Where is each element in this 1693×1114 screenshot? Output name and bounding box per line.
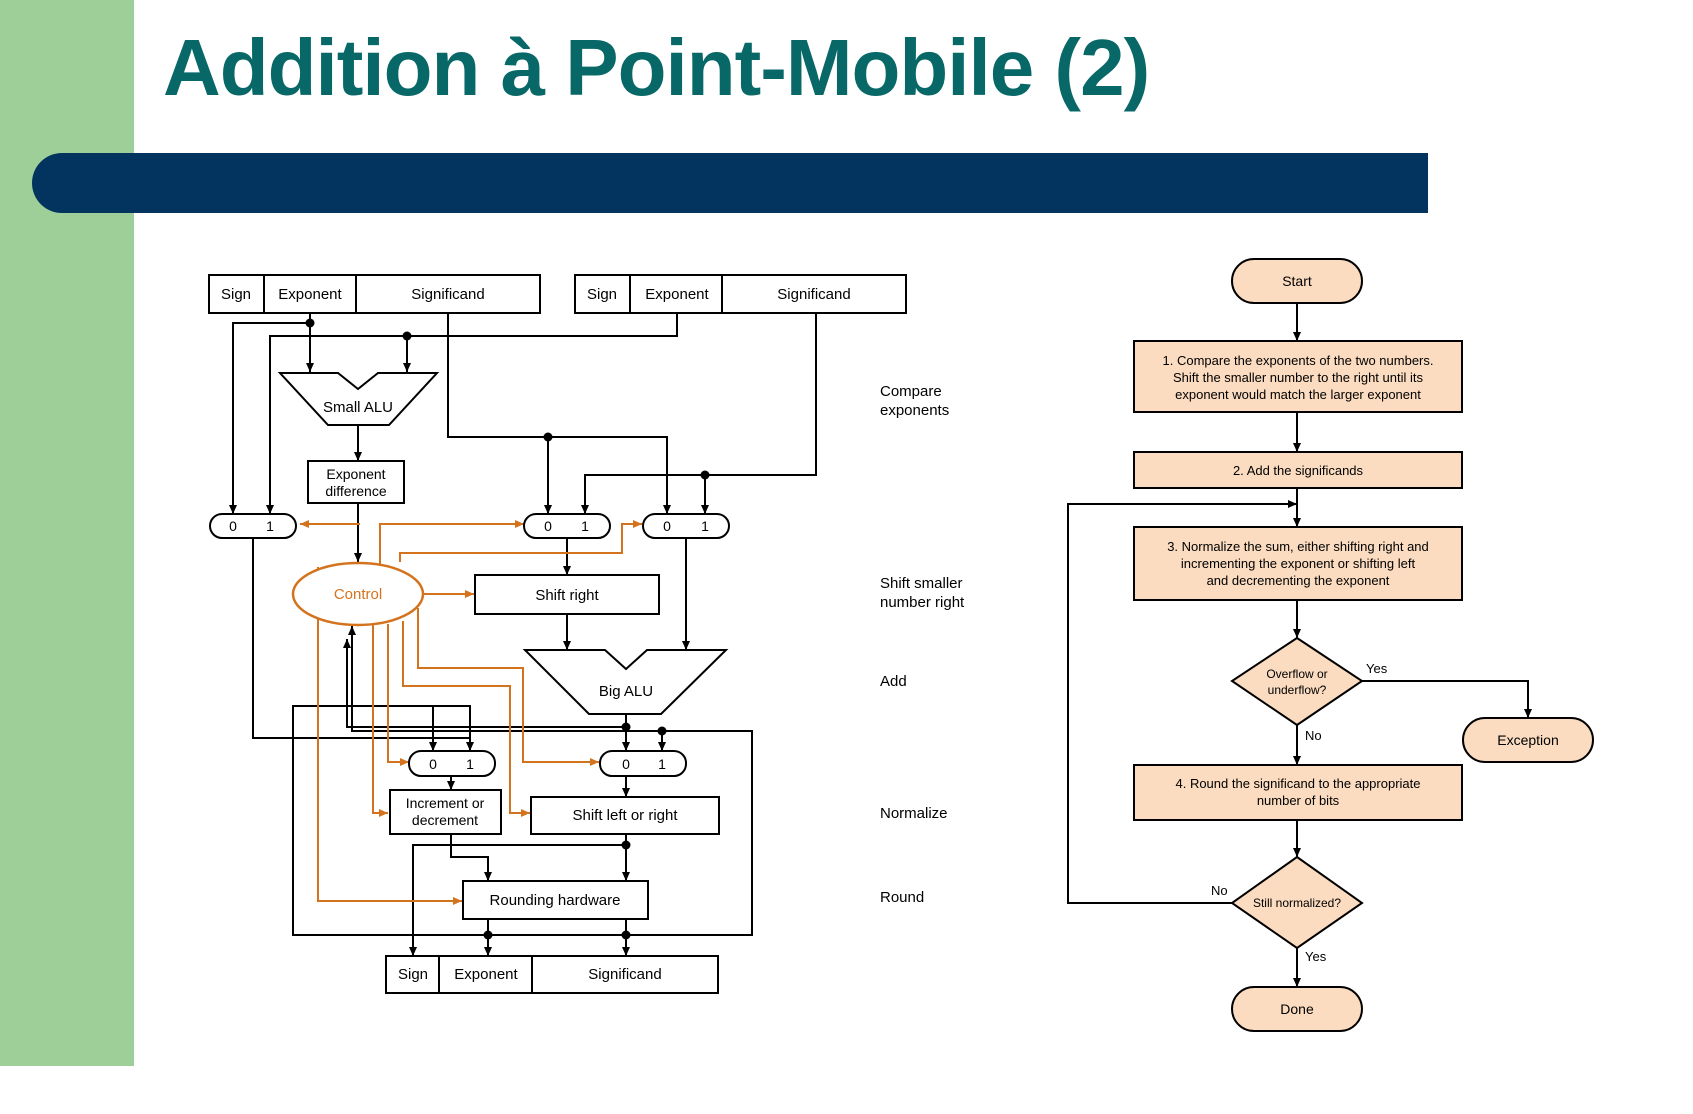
junction-dots [305, 318, 710, 940]
small-alu-label: Small ALU [323, 399, 393, 416]
flow-step3: 3. Normalize the sum, either shifting ri… [1133, 526, 1463, 601]
exponent-difference-line1: Exponent [326, 466, 385, 482]
rounding-hardware-label: Rounding hardware [490, 892, 621, 909]
control-paths [300, 520, 642, 905]
mux-normalize-exponent: 0 1 [408, 750, 496, 777]
stage-normalize: Normalize [880, 805, 948, 822]
svg-text:incrementing the exponent or s: incrementing the exponent or shifting le… [1181, 556, 1416, 571]
svg-text:1: 1 [701, 518, 709, 534]
svg-text:exponent would match the large: exponent would match the larger exponent [1175, 387, 1421, 402]
flow-exception-label: Exception [1497, 732, 1558, 748]
input-b-exponent: Exponent [645, 286, 709, 303]
svg-text:and decrementing the exponent: and decrementing the exponent [1207, 573, 1390, 588]
flow-step4: 4. Round the significand to the appropri… [1133, 764, 1463, 821]
output-register: Sign Exponent Significand [385, 955, 719, 994]
stage-shift-line2: number right [880, 594, 965, 611]
shift-right-box: Shift right [474, 574, 660, 615]
shift-left-right-label: Shift left or right [572, 807, 678, 824]
control-unit: Control [291, 561, 425, 627]
shift-right-label: Shift right [535, 587, 599, 604]
output-significand: Significand [588, 966, 661, 983]
stage-compare-line2: exponents [880, 402, 949, 419]
big-alu-label: Big ALU [599, 683, 653, 700]
svg-text:Overflow or: Overflow or [1266, 667, 1327, 681]
increment-decrement-box: Increment or decrement [389, 789, 502, 835]
data-paths [229, 313, 817, 956]
mux-normalize-significand: 0 1 [599, 750, 687, 777]
input-b-sign: Sign [587, 286, 617, 303]
svg-text:0: 0 [544, 518, 552, 534]
small-alu: Small ALU [277, 372, 440, 426]
flow-step2: 2. Add the significands [1133, 451, 1463, 489]
svg-text:3. Normalize the sum, either s: 3. Normalize the sum, either shifting ri… [1167, 539, 1429, 554]
svg-text:number of bits: number of bits [1257, 793, 1340, 808]
svg-text:underflow?: underflow? [1268, 683, 1327, 697]
mux-significand-a: 0 1 [523, 513, 611, 539]
shift-left-right-box: Shift left or right [530, 796, 720, 835]
big-alu: Big ALU [522, 649, 729, 715]
svg-text:0: 0 [622, 756, 630, 772]
input-b-significand: Significand [777, 286, 850, 303]
svg-text:4. Round the significand to th: 4. Round the significand to the appropri… [1175, 776, 1420, 791]
flow-arrows [1067, 303, 1532, 987]
flow-decision-overflow-no: No [1305, 728, 1322, 743]
increment-decrement-line1: Increment or [406, 795, 485, 811]
mux-significand-b: 0 1 [642, 513, 730, 539]
flow-done: Done [1231, 986, 1363, 1032]
output-exponent: Exponent [454, 966, 518, 983]
input-a-sign: Sign [221, 286, 251, 303]
slide-title: Addition à Point-Mobile (2) [163, 23, 1150, 112]
flow-decision-normalized: Still normalized? No Yes [1211, 855, 1364, 964]
flow-decision-overflow-yes: Yes [1366, 661, 1388, 676]
flow-exception: Exception [1462, 717, 1594, 763]
stage-labels: Compare exponents Shift smaller number r… [880, 383, 965, 906]
svg-text:1: 1 [466, 756, 474, 772]
flow-decision-overflow: Overflow or underflow? Yes No [1230, 636, 1388, 743]
input-a-exponent: Exponent [278, 286, 342, 303]
flow-step1: 1. Compare the exponents of the two numb… [1133, 340, 1463, 413]
stage-add: Add [880, 673, 907, 690]
svg-text:1: 1 [658, 756, 666, 772]
svg-text:1: 1 [266, 518, 274, 534]
flow-decision-normalized-no: No [1211, 883, 1228, 898]
svg-text:1. Compare the exponents of th: 1. Compare the exponents of the two numb… [1163, 353, 1434, 368]
stage-shift-line1: Shift smaller [880, 575, 963, 592]
control-label: Control [334, 586, 382, 603]
svg-text:0: 0 [229, 518, 237, 534]
stage-round: Round [880, 889, 924, 906]
increment-decrement-line2: decrement [412, 812, 478, 828]
input-register-a: Sign Exponent Significand [208, 274, 541, 314]
title-underline-bar [32, 153, 1428, 213]
svg-text:1: 1 [581, 518, 589, 534]
output-sign: Sign [398, 966, 428, 983]
rounding-hardware-box: Rounding hardware [462, 880, 649, 920]
svg-text:0: 0 [663, 518, 671, 534]
exponent-difference-line2: difference [325, 483, 386, 499]
svg-text:Still normalized?: Still normalized? [1253, 896, 1341, 910]
flow-start-label: Start [1282, 273, 1312, 289]
svg-text:0: 0 [429, 756, 437, 772]
flow-done-label: Done [1280, 1001, 1314, 1017]
flow-decision-normalized-yes: Yes [1305, 949, 1327, 964]
input-a-significand: Significand [411, 286, 484, 303]
svg-text:Shift the smaller number to th: Shift the smaller number to the right un… [1173, 370, 1424, 385]
flow-start: Start [1231, 258, 1363, 304]
svg-text:2. Add the significands: 2. Add the significands [1233, 463, 1364, 478]
input-register-b: Sign Exponent Significand [574, 274, 907, 314]
exponent-difference-box: Exponent difference [307, 460, 405, 504]
mux-exponent: 0 1 [209, 513, 297, 539]
stage-compare-line1: Compare [880, 383, 942, 400]
